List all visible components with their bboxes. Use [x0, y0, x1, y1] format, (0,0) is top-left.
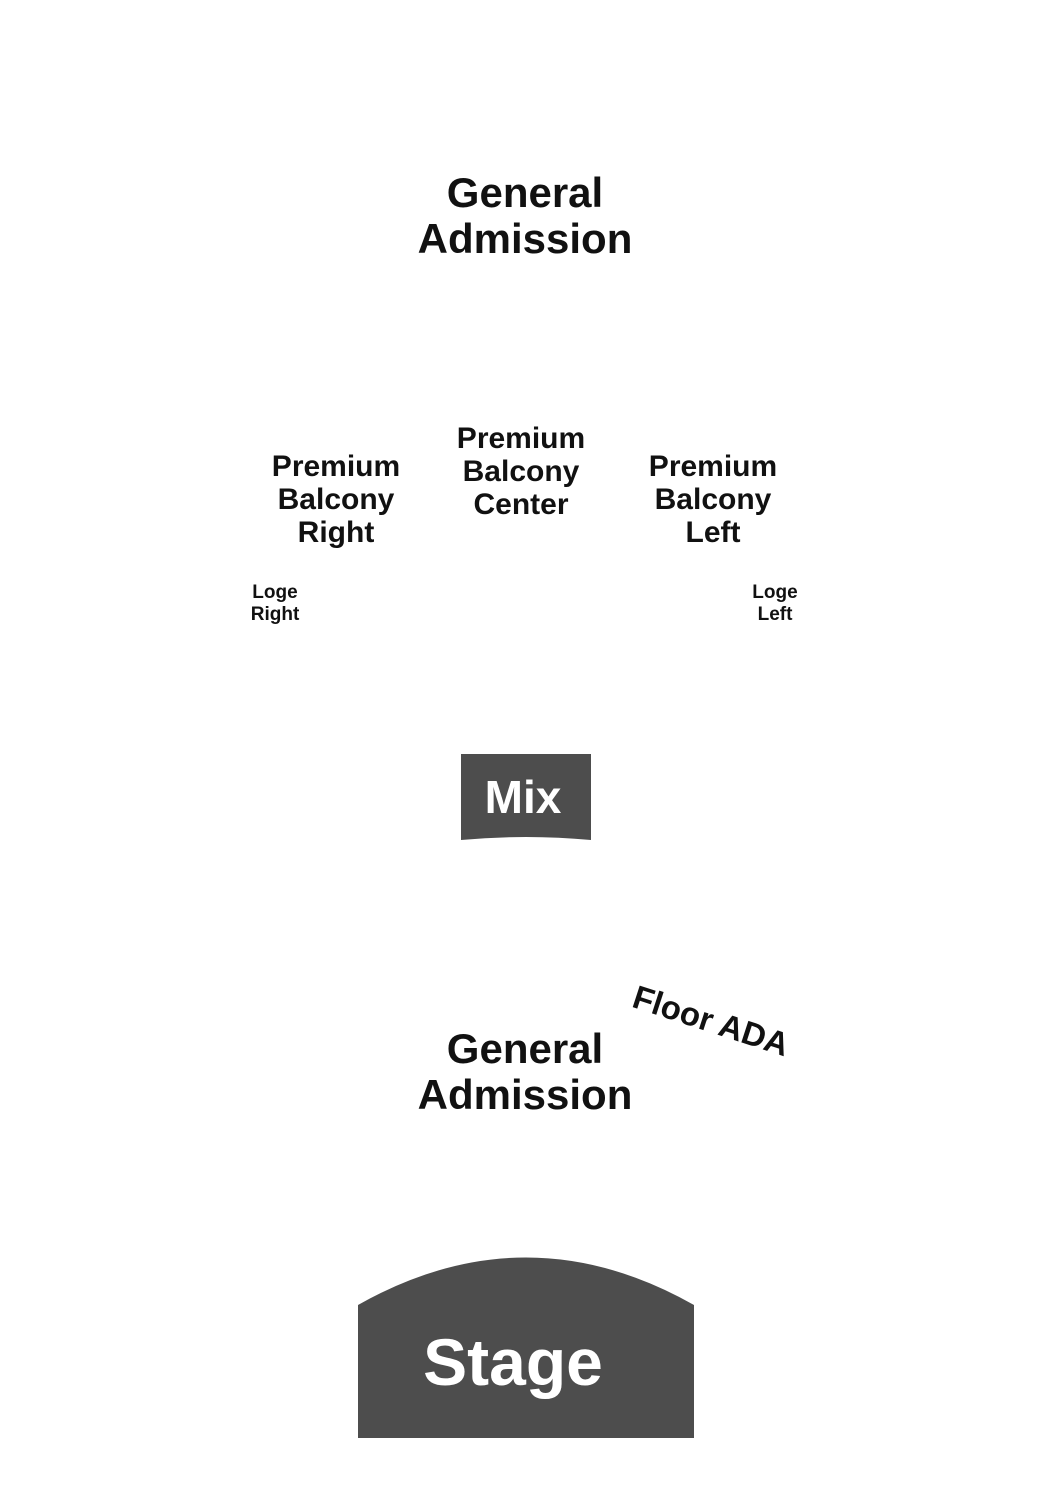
- section-loge-left[interactable]: Loge Left: [752, 582, 798, 625]
- mix-label: Mix: [484, 771, 562, 823]
- mix-booth-shape[interactable]: [461, 754, 591, 840]
- section-general-admission-floor[interactable]: General Admission: [417, 1025, 633, 1118]
- section-premium-balcony-left[interactable]: Premium Balcony Left: [648, 450, 778, 549]
- section-premium-balcony-center[interactable]: Premium Balcony Center: [456, 422, 586, 521]
- section-loge-right[interactable]: Loge Right: [250, 582, 300, 625]
- section-general-admission-upper[interactable]: General Admission: [417, 169, 633, 262]
- section-premium-balcony-right[interactable]: Premium Balcony Right: [271, 450, 401, 549]
- stage-shape[interactable]: [358, 1257, 694, 1439]
- stage-label: Stage: [423, 1325, 603, 1399]
